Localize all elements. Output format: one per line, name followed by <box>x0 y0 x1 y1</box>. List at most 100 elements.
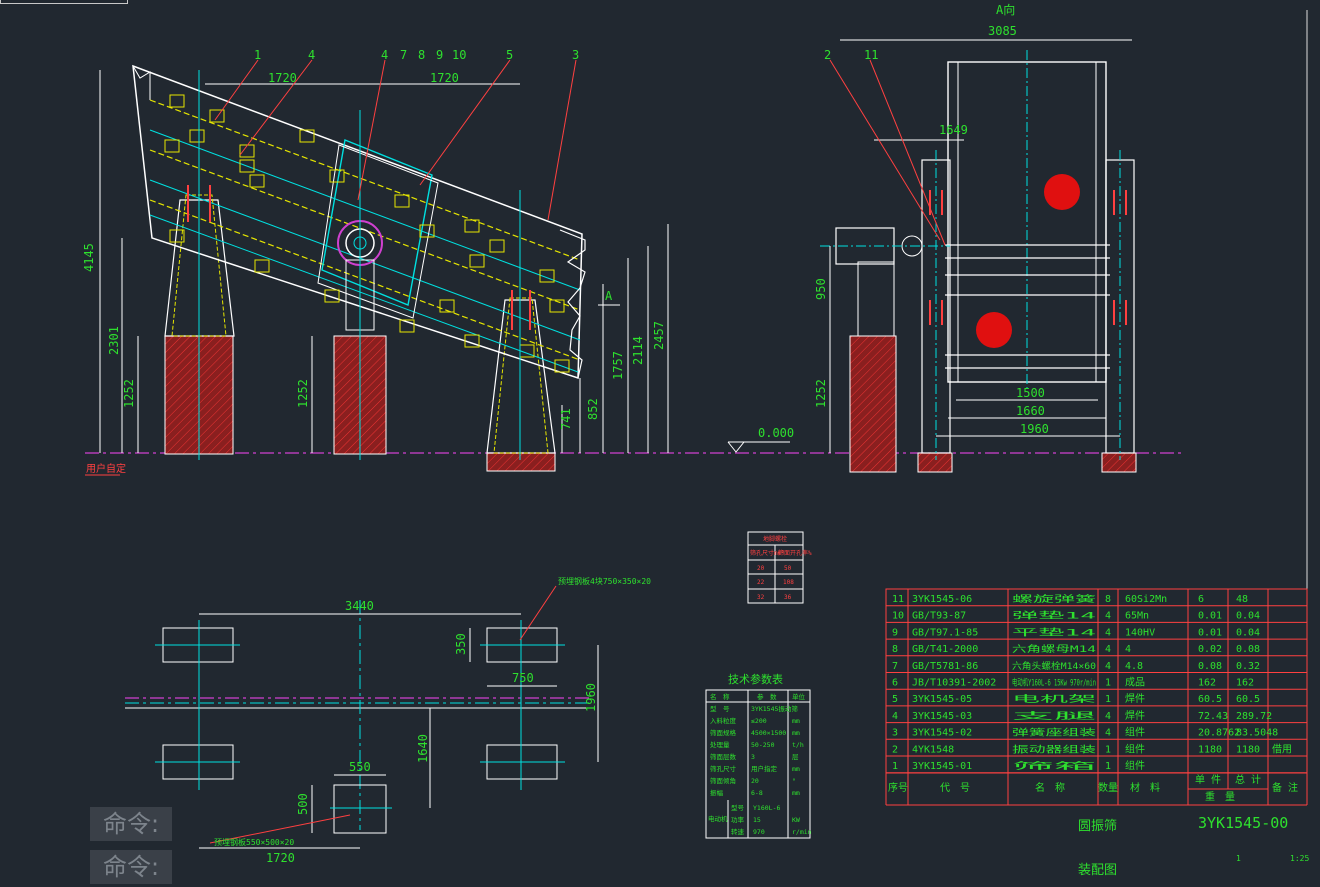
tech-row-value: 用户指定 <box>751 764 778 773</box>
dim-1252-b: 1252 <box>296 379 310 408</box>
tech-row-value: 4500×1500 <box>751 729 786 737</box>
part-material: 65Mn <box>1125 611 1149 622</box>
command-line-2[interactable]: 命令: <box>90 850 172 884</box>
balloon-9: 9 <box>436 48 443 62</box>
part-total-weight: 0.08 <box>1236 644 1260 655</box>
window-tab-outline <box>0 0 128 4</box>
tech-row-name: 筛面层数 <box>710 752 737 761</box>
part-qty: 4 <box>1105 627 1111 638</box>
tech-h-value: 参 数 <box>757 692 777 701</box>
tech-motor-value: 15 <box>753 816 761 824</box>
part-no: 7 <box>892 661 898 672</box>
part-qty: 4 <box>1105 661 1111 672</box>
tech-row-value: 50-250 <box>751 741 775 749</box>
tech-table-title: 技术参数表 <box>728 672 783 686</box>
tech-row-unit: mm <box>792 765 800 773</box>
hole-table-h1: 筛孔尺寸mm² <box>750 549 785 557</box>
ph-total: 总 计 <box>1235 773 1261 786</box>
hole-cell: 20 <box>757 565 765 572</box>
tech-motor-key: 型号 <box>731 803 745 812</box>
part-total-weight: 83.5048 <box>1236 728 1278 739</box>
balloon-2: 2 <box>824 48 831 62</box>
part-no: 6 <box>892 678 898 689</box>
dim-1252-a: 1252 <box>122 379 136 408</box>
ph-no: 序号 <box>888 781 908 794</box>
ph-qty: 数量 <box>1098 781 1118 794</box>
part-total-weight: 0.32 <box>1236 661 1260 672</box>
part-qty: 1 <box>1105 744 1111 755</box>
balloon-3: 3 <box>572 48 579 62</box>
part-name: 支腿 <box>1012 710 1096 722</box>
part-unit-weight: 1180 <box>1198 744 1222 755</box>
part-code: 3YK1545-06 <box>912 594 972 605</box>
part-unit-weight: 60.5 <box>1198 694 1222 705</box>
ph-code: 代 号 <box>940 782 970 794</box>
tech-row-name: 筛面倾角 <box>710 776 736 785</box>
dim-2114: 2114 <box>631 336 645 365</box>
ph-mat: 材 料 <box>1130 781 1160 794</box>
title-scale: 1:25 <box>1290 854 1309 863</box>
part-no: 11 <box>892 594 904 605</box>
part-name: 电动机Y160L-6 15Kw 970r/min <box>1012 677 1096 689</box>
part-name: 振动器组装 <box>1012 743 1096 755</box>
tech-motor-unit: r/min <box>792 828 812 836</box>
dim-1720-c: 1720 <box>266 851 295 865</box>
tech-motor-unit: KW <box>792 816 800 824</box>
part-name: 弹簧座组装 <box>1012 727 1096 739</box>
hole-cell: 32 <box>757 594 765 601</box>
dim-3085: 3085 <box>988 24 1017 38</box>
view-a-title: A向 <box>996 2 1015 17</box>
part-code: 3YK1545-03 <box>912 711 972 722</box>
ph-unit: 单 件 <box>1195 774 1221 786</box>
hole-cell: 22 <box>757 579 765 586</box>
part-no: 1 <box>892 761 898 772</box>
balloon-4b: 4 <box>381 48 388 62</box>
tech-motor-label: 电动机 <box>708 814 728 823</box>
tech-table-grid <box>705 689 811 839</box>
part-name: 平垫14 <box>1012 626 1096 638</box>
foundation-plan <box>125 585 599 849</box>
balloon-10: 10 <box>452 48 466 62</box>
part-unit-weight: 72.43 <box>1198 711 1228 722</box>
part-no: 4 <box>892 711 898 722</box>
part-no: 10 <box>892 611 904 622</box>
tech-row-unit: ° <box>792 777 796 785</box>
part-qty: 8 <box>1105 594 1111 605</box>
balloon-11: 11 <box>864 48 878 62</box>
tech-row-value: 3 <box>751 753 755 761</box>
dim-741: 741 <box>559 408 573 430</box>
part-no: 9 <box>892 627 898 638</box>
tech-row-unit: mm <box>792 729 800 737</box>
part-total-weight: 1180 <box>1236 744 1260 755</box>
dim-1960-b: 1960 <box>584 683 598 712</box>
tech-row-unit: mm <box>792 717 800 725</box>
hole-cell: 36 <box>784 594 792 601</box>
tech-row-name: 筛面规格 <box>710 728 737 737</box>
part-qty: 4 <box>1105 711 1111 722</box>
part-no: 8 <box>892 644 898 655</box>
dim-3440: 3440 <box>345 599 374 613</box>
tech-row-name: 入料粒度 <box>710 716 737 725</box>
part-total-weight: 0.04 <box>1236 611 1260 622</box>
tech-row-name: 处理量 <box>710 740 730 749</box>
user-defined-label: 用户自定 <box>86 462 126 475</box>
part-qty: 4 <box>1105 644 1111 655</box>
tech-row-value: ≤200 <box>751 717 767 725</box>
dim-852: 852 <box>586 398 600 420</box>
ph-note: 备 注 <box>1272 781 1298 794</box>
part-name: 电机架 <box>1012 693 1096 705</box>
part-material: 焊件 <box>1125 693 1145 705</box>
part-total-weight: 289.72 <box>1236 711 1272 722</box>
hole-table-title: 地脚螺栓 <box>763 535 787 543</box>
part-name: 六角头螺栓M14×60 <box>1012 660 1096 672</box>
part-name: 弹垫14 <box>1012 610 1096 622</box>
side-view <box>85 59 1185 476</box>
tech-h-name: 名 称 <box>710 692 730 701</box>
part-code: GB/T5781-86 <box>912 661 978 672</box>
dim-1649: 1649 <box>939 123 968 137</box>
part-unit-weight: 0.01 <box>1198 627 1222 638</box>
command-line-1[interactable]: 命令: <box>90 807 172 841</box>
part-unit-weight: 162 <box>1198 678 1216 689</box>
dim-550: 550 <box>349 760 371 774</box>
